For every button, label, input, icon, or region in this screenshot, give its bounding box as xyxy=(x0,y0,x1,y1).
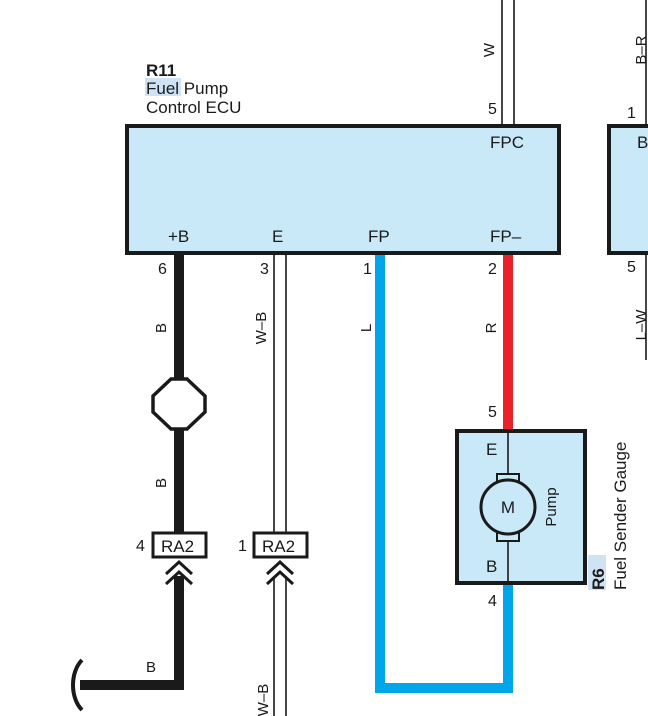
right-terminal-b: B xyxy=(637,133,648,152)
wire-label-r: R xyxy=(483,322,500,333)
pin-fp-minus: 2 xyxy=(488,261,497,278)
pin-fp: 1 xyxy=(363,261,372,278)
ecu-name-line1: Fuel Pump xyxy=(146,79,228,98)
motor-icon xyxy=(479,478,537,536)
wire-label-lw: L–W xyxy=(633,309,648,341)
wire-label-wb-upper: W–B xyxy=(253,312,270,345)
ecu-box xyxy=(125,124,561,255)
pump-id: R6 xyxy=(589,568,608,590)
pin-fpc: 5 xyxy=(488,101,497,118)
connector-arrow-left-icon xyxy=(164,559,194,586)
wire-b-bottom xyxy=(80,576,184,690)
motor-label: M xyxy=(501,498,515,517)
pump-pin-e: 5 xyxy=(488,404,497,421)
fuse-icon xyxy=(151,377,207,431)
connector-ra2-left-pin: 4 xyxy=(136,538,145,555)
connector-ra2-left-label: RA2 xyxy=(161,537,194,556)
connector-arrow-right-icon xyxy=(265,559,295,586)
terminal-plus-b: +B xyxy=(168,227,189,246)
wire-label-wb-bottom: W–B xyxy=(255,684,272,716)
wire-w-top xyxy=(501,0,515,128)
wire-label-b-upper: B xyxy=(153,323,170,333)
ecu-id: R11 xyxy=(146,61,176,80)
connector-ra2-right-pin: 1 xyxy=(238,538,247,555)
wire-wb xyxy=(273,255,287,716)
terminal-fpc: FPC xyxy=(490,133,524,152)
connector-ra2-right xyxy=(252,531,309,559)
highlight-fuel-gauge xyxy=(588,555,606,590)
wire-label-l: L xyxy=(358,324,375,332)
terminal-fp-minus: FP– xyxy=(490,227,522,246)
pin-plus-b: 6 xyxy=(158,261,167,278)
terminal-e: E xyxy=(272,227,283,246)
wire-label-b-lower: B xyxy=(153,478,170,488)
wire-label-w: W xyxy=(481,42,498,57)
connector-ra2-right-label: RA2 xyxy=(262,537,295,556)
ecu-name-line2: Control ECU xyxy=(146,98,241,117)
pin-e: 3 xyxy=(260,261,269,278)
wire-break-icon xyxy=(71,658,84,712)
wire-l-blue xyxy=(375,255,513,693)
pump-terminal-b: B xyxy=(486,557,497,576)
right-pin-top: 1 xyxy=(627,105,636,122)
right-pin-bottom: 5 xyxy=(627,259,636,276)
pump-terminal-e: E xyxy=(486,440,497,459)
right-component-box xyxy=(607,124,648,255)
connector-ra2-left xyxy=(151,531,208,559)
pump-name: Fuel Sender Gauge xyxy=(611,442,630,590)
pump-inner-label: Pump xyxy=(543,487,560,526)
highlight-fuel xyxy=(145,78,181,96)
wire-label-b-bottom: B xyxy=(146,659,156,676)
terminal-fp: FP xyxy=(368,227,390,246)
pump-pin-b: 4 xyxy=(488,593,497,610)
wire-label-br: B–R xyxy=(633,35,648,64)
